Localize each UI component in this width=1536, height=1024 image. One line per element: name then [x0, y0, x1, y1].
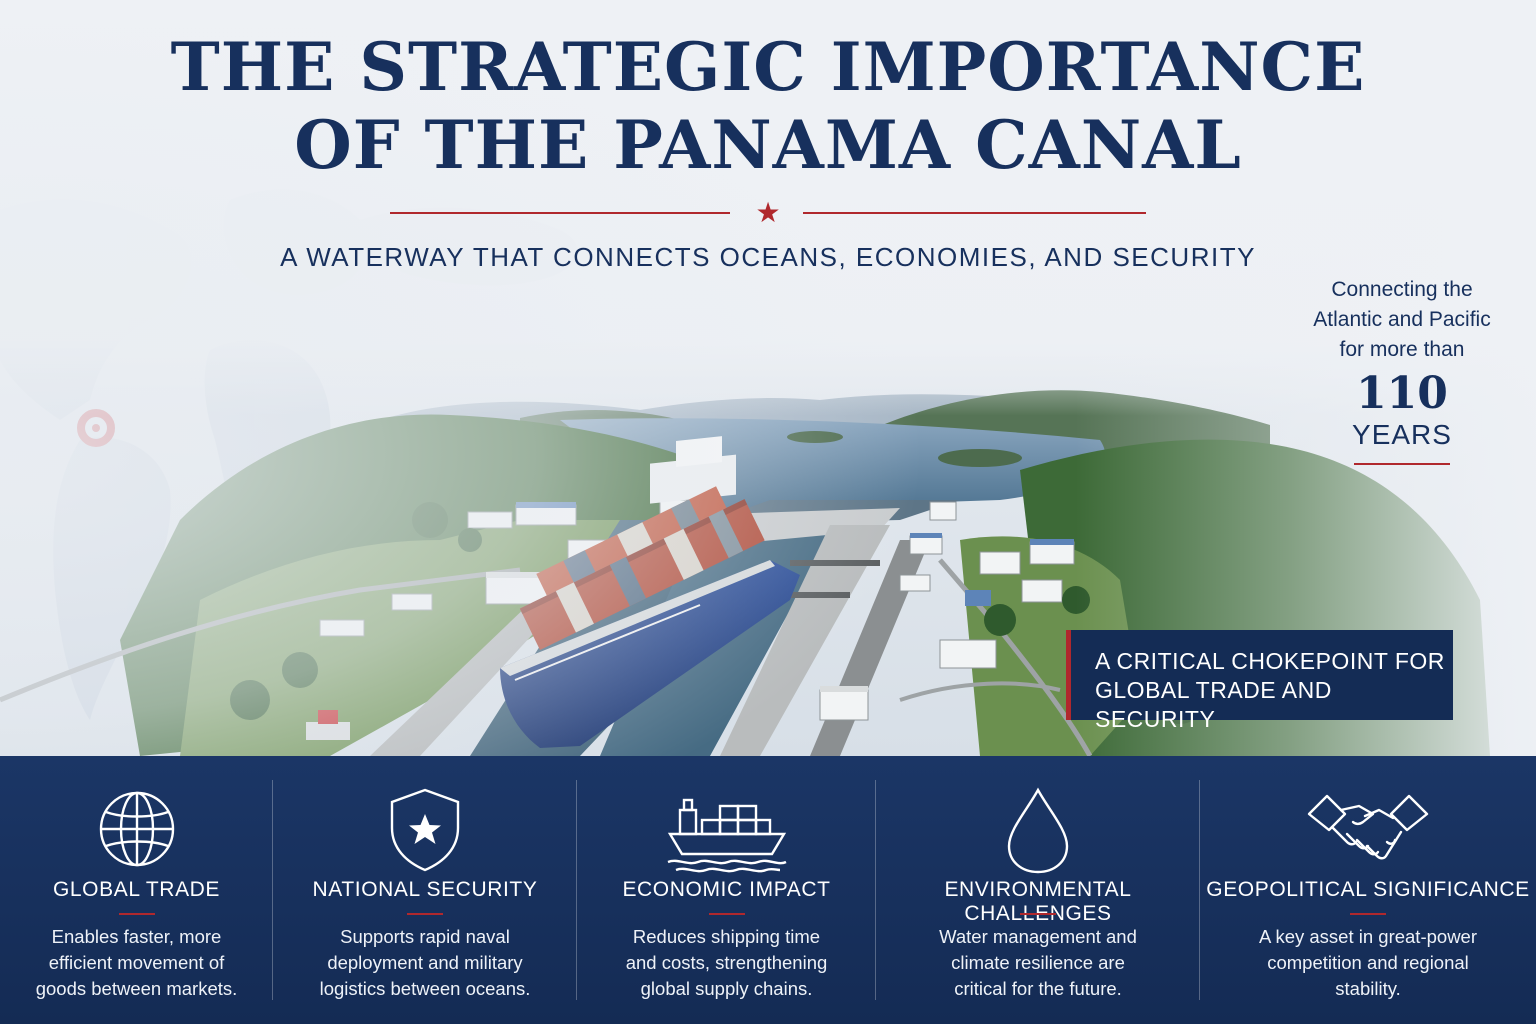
pillar-geopolitical-significance: GEOPOLITICAL SIGNIFICANCE A key asset in…: [1200, 756, 1536, 1024]
title-line-1: THE STRATEGIC IMPORTANCE: [170, 28, 1366, 106]
stat-lead-line-1: Connecting the: [1331, 278, 1473, 301]
page-subtitle: A WATERWAY THAT CONNECTS OCEANS, ECONOMI…: [280, 242, 1256, 272]
pillar-text-line: climate resilience are: [951, 952, 1125, 973]
pillar-title: GLOBAL TRADE: [52, 878, 221, 901]
pillar-text-line: stability.: [1335, 978, 1401, 999]
pillar-text-line: efficient movement of: [48, 952, 225, 973]
cargo-ship-icon: [662, 784, 792, 874]
pillar-divider: [1199, 780, 1200, 1000]
star-icon: ★: [755, 196, 781, 229]
pillar-title: GEOPOLITICAL SIGNIFICANCE: [1206, 878, 1530, 901]
page-title: THE STRATEGIC IMPORTANCE OF THE PANAMA C…: [0, 28, 1536, 184]
title-divider-right: [803, 212, 1146, 214]
pillar-text-line: Water management and: [939, 926, 1137, 947]
stat-underline: [1354, 463, 1450, 465]
pillar-divider: [272, 780, 273, 1000]
pillar-text-line: Enables faster, more: [51, 926, 222, 947]
pillar-underline: [1350, 913, 1386, 915]
pillar-description: Reduces shipping time and costs, strengt…: [587, 924, 866, 1002]
title-divider-left: [390, 212, 730, 214]
pillar-divider: [576, 780, 577, 1000]
pillars-panel: GLOBAL TRADE Enables faster, more effici…: [0, 756, 1536, 1024]
pillar-environmental-challenges: ENVIRONMENTAL CHALLENGES Water managemen…: [876, 756, 1200, 1024]
shield-star-icon: [360, 784, 490, 874]
pillar-description: Water management and climate resilience …: [886, 924, 1190, 1002]
pillar-description: Supports rapid naval deployment and mili…: [283, 924, 567, 1002]
pillar-text-line: competition and regional: [1267, 952, 1469, 973]
pillar-text-line: global supply chains.: [640, 978, 813, 999]
pillar-title: NATIONAL SECURITY: [312, 878, 538, 901]
pillar-underline: [118, 913, 155, 915]
pillar-underline: [708, 913, 745, 915]
water-drop-icon: [973, 784, 1103, 874]
pillar-text-line: and costs, strengthening: [625, 952, 828, 973]
globe-icon: [72, 784, 202, 874]
stat-number: 110: [1356, 368, 1448, 419]
years-stat: Connecting the Atlantic and Pacific for …: [1290, 275, 1514, 465]
pillar-economic-impact: ECONOMIC IMPACT Reduces shipping time an…: [577, 756, 876, 1024]
pillar-description: A key asset in great-power competition a…: [1210, 924, 1526, 1002]
pillar-text-line: goods between markets.: [35, 978, 238, 999]
title-line-2: OF THE PANAMA CANAL: [294, 106, 1242, 184]
pillar-text-line: Supports rapid naval: [340, 926, 510, 947]
pillar-global-trade: GLOBAL TRADE Enables faster, more effici…: [0, 756, 273, 1024]
pillar-divider: [875, 780, 876, 1000]
chokepoint-callout: A CRITICAL CHOKEPOINT FOR GLOBAL TRADE A…: [1066, 630, 1453, 732]
pillar-text-line: logistics between oceans.: [319, 978, 531, 999]
callout-line-1: A CRITICAL CHOKEPOINT FOR: [1095, 648, 1445, 674]
stat-lead-line-3: for more than: [1339, 338, 1465, 361]
pillar-title: ECONOMIC IMPACT: [622, 878, 831, 901]
pillar-text-line: Reduces shipping time: [632, 926, 821, 947]
pillar-text-line: deployment and military: [327, 952, 523, 973]
pillar-title: ENVIRONMENTAL CHALLENGES: [944, 878, 1132, 925]
pillar-national-security: NATIONAL SECURITY Supports rapid naval d…: [273, 756, 577, 1024]
stat-unit: YEARS: [1352, 419, 1452, 450]
stat-lead-line-2: Atlantic and Pacific: [1313, 308, 1491, 331]
handshake-icon: [1303, 784, 1433, 874]
pillar-underline: [1020, 913, 1056, 915]
callout-line-2: GLOBAL TRADE AND SECURITY: [1095, 677, 1332, 732]
pillar-text-line: critical for the future.: [954, 978, 1122, 999]
pillar-underline: [407, 913, 443, 915]
pillar-description: Enables faster, more efficient movement …: [10, 924, 263, 1002]
pillar-text-line: A key asset in great-power: [1259, 926, 1477, 947]
